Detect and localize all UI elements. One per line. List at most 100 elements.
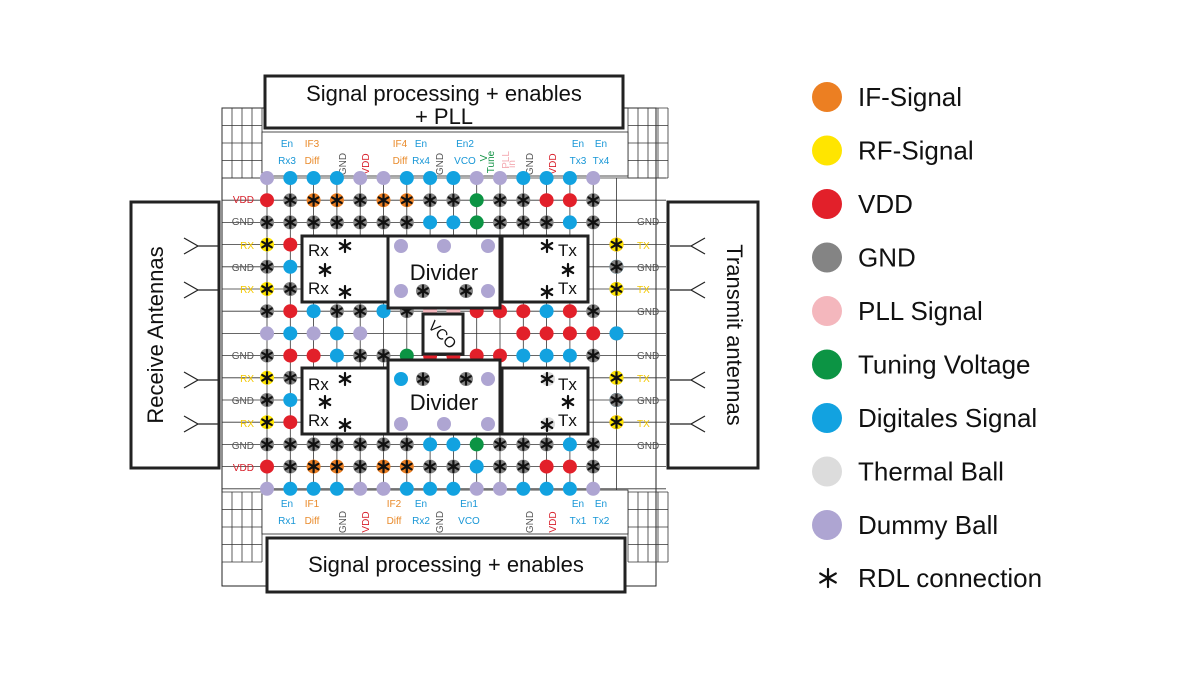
tx-label: Tx [558, 411, 577, 430]
vdd-ball [283, 415, 298, 430]
pin-label: En [572, 139, 584, 150]
rdl-asterisk-icon [610, 282, 623, 296]
digital-signal-ball [283, 481, 298, 496]
tuning-voltage-ball [469, 215, 484, 230]
digital-signal-ball [423, 215, 438, 230]
digital-signal-ball [423, 171, 438, 185]
legend-swatch-icon [812, 82, 842, 112]
pin-label: Diff [393, 156, 408, 167]
rdl-asterisk-icon [318, 394, 332, 410]
pin-label: VCO [458, 516, 480, 527]
block-ball [481, 284, 495, 298]
legend-item: Tuning Voltage [812, 349, 1031, 380]
dummy-ball [469, 481, 484, 496]
rdl-asterisk-icon [540, 238, 554, 254]
legend-swatch-icon [812, 135, 842, 166]
bottom-signal-processing-box: Signal processing + enables [265, 536, 627, 594]
pin-label: GND [232, 263, 254, 274]
rdl-asterisk-icon [610, 260, 623, 274]
vdd-ball [539, 193, 554, 208]
digital-signal-ball [423, 437, 438, 452]
pin-label: VDD [233, 463, 254, 474]
digital-signal-ball [539, 481, 554, 496]
legend-swatch-icon [812, 510, 842, 540]
rdl-asterisk-icon [610, 393, 623, 407]
pin-label: GND [637, 396, 659, 407]
rdl-asterisk-icon [377, 437, 390, 451]
pin-label: En [281, 139, 293, 150]
rdl-asterisk-icon [331, 215, 343, 229]
pin-label: PLL [501, 151, 512, 169]
vco-block: VCO [421, 312, 465, 356]
rdl-asterisk-icon [354, 460, 367, 474]
tx-label: Tx [558, 279, 577, 298]
vdd-ball [516, 326, 531, 341]
rdl-asterisk-icon [331, 437, 343, 451]
rdl-asterisk-icon [610, 238, 623, 252]
pin-label: IF1 [305, 499, 320, 510]
pin-label: En2 [456, 139, 474, 150]
top-signal-processing-box: Signal processing + enables + PLL [263, 74, 625, 130]
tx-label: Tx [558, 375, 577, 394]
vdd-ball [283, 304, 298, 319]
pin-label: GND [637, 217, 659, 228]
digital-signal-ball [446, 437, 461, 452]
receive-antennas-label: Receive Antennas [143, 246, 168, 423]
dummy-ball [353, 171, 368, 185]
digital-signal-ball [539, 171, 554, 185]
legend-swatch-icon [812, 296, 842, 326]
rdl-asterisk-icon [377, 193, 390, 207]
legend-label: Thermal Ball [858, 457, 1004, 487]
rdl-asterisk-icon [494, 437, 506, 451]
dummy-ball [353, 481, 368, 496]
legend-item: RF-Signal [812, 135, 974, 166]
pin-label: En [572, 499, 584, 510]
rdl-asterisk-icon [331, 304, 343, 318]
rdl-asterisk-icon [377, 460, 390, 474]
pin-label: GND [338, 153, 349, 175]
digital-signal-ball [329, 326, 344, 341]
digital-signal-ball [516, 348, 531, 363]
dummy-ball [493, 481, 507, 496]
rdl-asterisk-icon [338, 238, 352, 254]
rdl-asterisk-icon [540, 417, 554, 433]
pin-label: Tx4 [593, 156, 610, 167]
rdl-asterisk-icon [261, 304, 273, 318]
digital-signal-ball [446, 171, 461, 185]
antenna-symbols [183, 237, 706, 433]
digital-signal-ball [446, 481, 461, 496]
legend-label: IF-Signal [858, 82, 962, 112]
dummy-ball [376, 171, 391, 185]
legend-label: VDD [858, 189, 913, 219]
digital-signal-ball [329, 348, 344, 363]
vdd-ball [562, 459, 577, 474]
legend-item: Thermal Ball [812, 456, 1004, 487]
rdl-asterisk-icon [338, 417, 352, 433]
digital-signal-ball [423, 481, 438, 496]
rx-label: Rx [308, 375, 329, 394]
pin-label: GND [338, 511, 349, 533]
vdd-ball [283, 237, 298, 252]
antenna-icon [670, 281, 706, 299]
digital-signal-ball [446, 215, 461, 230]
rdl-asterisk-icon [338, 284, 352, 300]
vdd-ball [260, 459, 274, 474]
digital-signal-ball [539, 304, 554, 319]
rdl-asterisk-icon [587, 215, 600, 229]
block-ball [394, 372, 408, 386]
rdl-asterisk-icon [587, 349, 600, 363]
legend-item: IF-Signal [812, 82, 962, 112]
digital-signal-ball [516, 171, 531, 185]
rdl-asterisk-icon [517, 437, 530, 451]
antenna-icon [183, 371, 218, 389]
pin-label: GND [525, 153, 536, 175]
antenna-icon [670, 371, 706, 389]
legend-item: VDD [812, 189, 913, 219]
digital-signal-ball [562, 215, 577, 230]
rdl-asterisk-icon [587, 437, 600, 451]
digital-signal-ball [306, 304, 321, 319]
